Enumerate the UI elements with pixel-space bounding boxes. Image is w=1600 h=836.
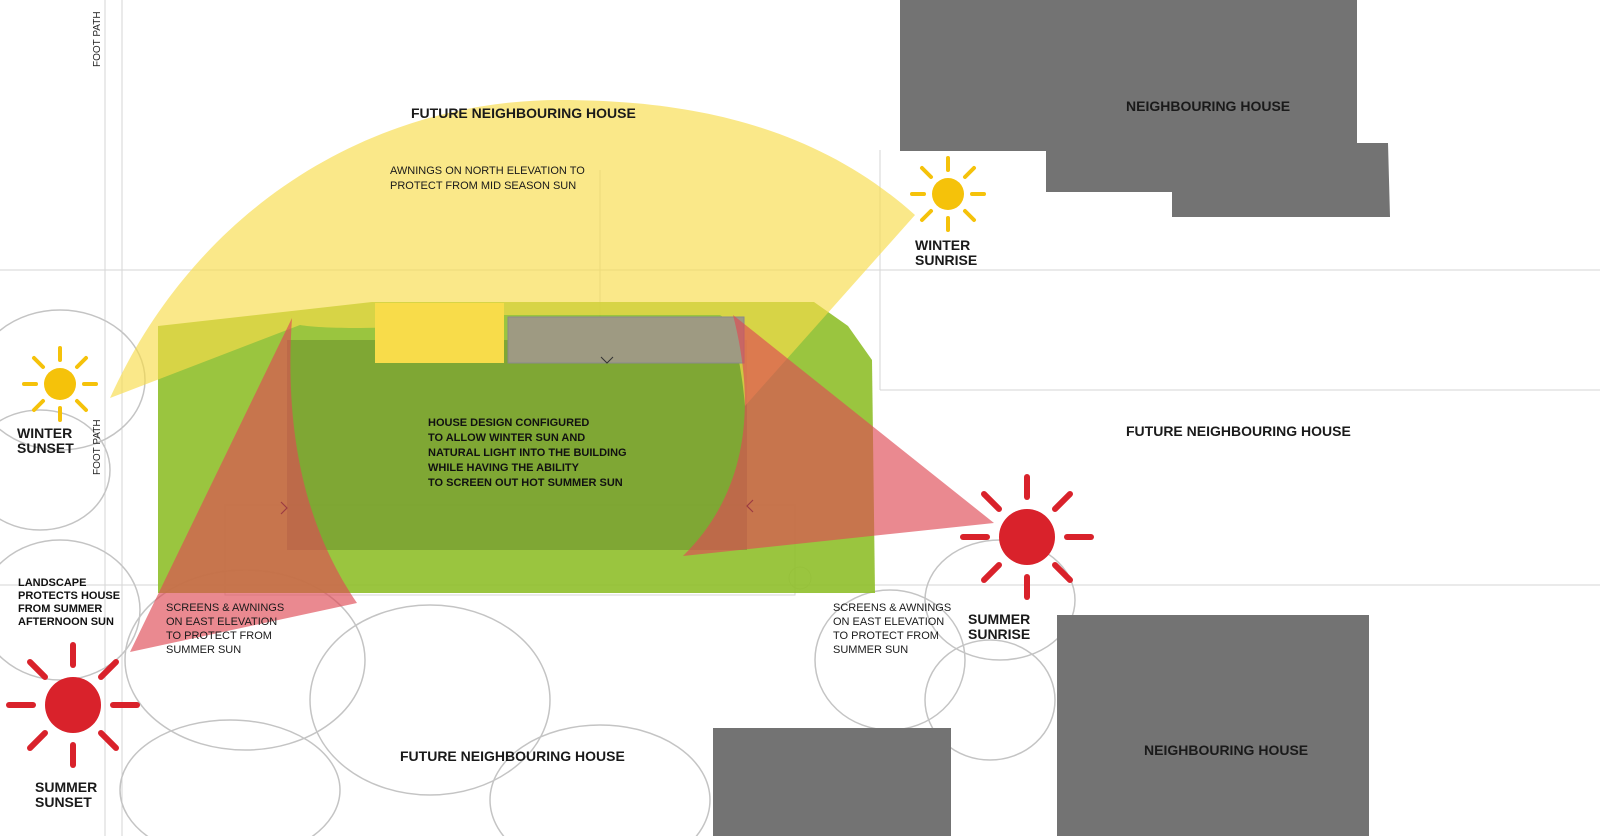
courtyard-block bbox=[375, 303, 504, 363]
summer-sunset-label: SUMMER SUNSET bbox=[35, 779, 101, 810]
screens-west-note: SCREENS & AWNINGS ON EAST ELEVATION TO P… bbox=[166, 602, 287, 656]
summer-sunset-wedge bbox=[130, 318, 357, 652]
upper-window-zone bbox=[507, 316, 745, 364]
landscape-note: LANDSCAPE PROTECTS HOUSE FROM SUMMER AFT… bbox=[18, 577, 123, 628]
foot-path-label-top: FOOT PATH bbox=[92, 11, 103, 67]
chevron-down-icon bbox=[600, 356, 614, 364]
neighbouring-house-top bbox=[900, 0, 1390, 217]
winter-sun-arc bbox=[110, 100, 915, 406]
neighbouring-house-top-label: NEIGHBOURING HOUSE bbox=[1126, 98, 1290, 114]
winter-sun-icon bbox=[910, 156, 986, 232]
neighbouring-house-bottom-right bbox=[1057, 615, 1369, 836]
screens-east-note: SCREENS & AWNINGS ON EAST ELEVATION TO P… bbox=[833, 602, 954, 656]
summer-sunrise-wedge bbox=[683, 315, 994, 556]
winter-sunset-label: WINTER SUNSET bbox=[17, 425, 76, 456]
house-design-note: HOUSE DESIGN CONFIGURED TO ALLOW WINTER … bbox=[428, 417, 630, 489]
summer-sun-icon bbox=[960, 474, 1094, 600]
future-neighbouring-house-east-label: FUTURE NEIGHBOURING HOUSE bbox=[1126, 423, 1351, 439]
house-interior-zone bbox=[287, 340, 747, 550]
winter-sun-icon bbox=[22, 346, 98, 422]
neighbouring-house-bottom-label: NEIGHBOURING HOUSE bbox=[1144, 742, 1308, 758]
foot-path-label-left: FOOT PATH bbox=[92, 419, 103, 475]
winter-sunrise-label: WINTER SUNRISE bbox=[915, 237, 977, 268]
summer-sunrise-label: SUMMER SUNRISE bbox=[968, 611, 1034, 642]
neighbouring-house-bottom-left bbox=[713, 728, 951, 836]
future-neighbouring-house-south-label: FUTURE NEIGHBOURING HOUSE bbox=[400, 748, 625, 764]
awnings-north-note: AWNINGS ON NORTH ELEVATION TO PROTECT FR… bbox=[390, 165, 588, 192]
summer-sun-icon bbox=[6, 642, 140, 768]
future-neighbouring-house-north-label: FUTURE NEIGHBOURING HOUSE bbox=[411, 105, 636, 121]
